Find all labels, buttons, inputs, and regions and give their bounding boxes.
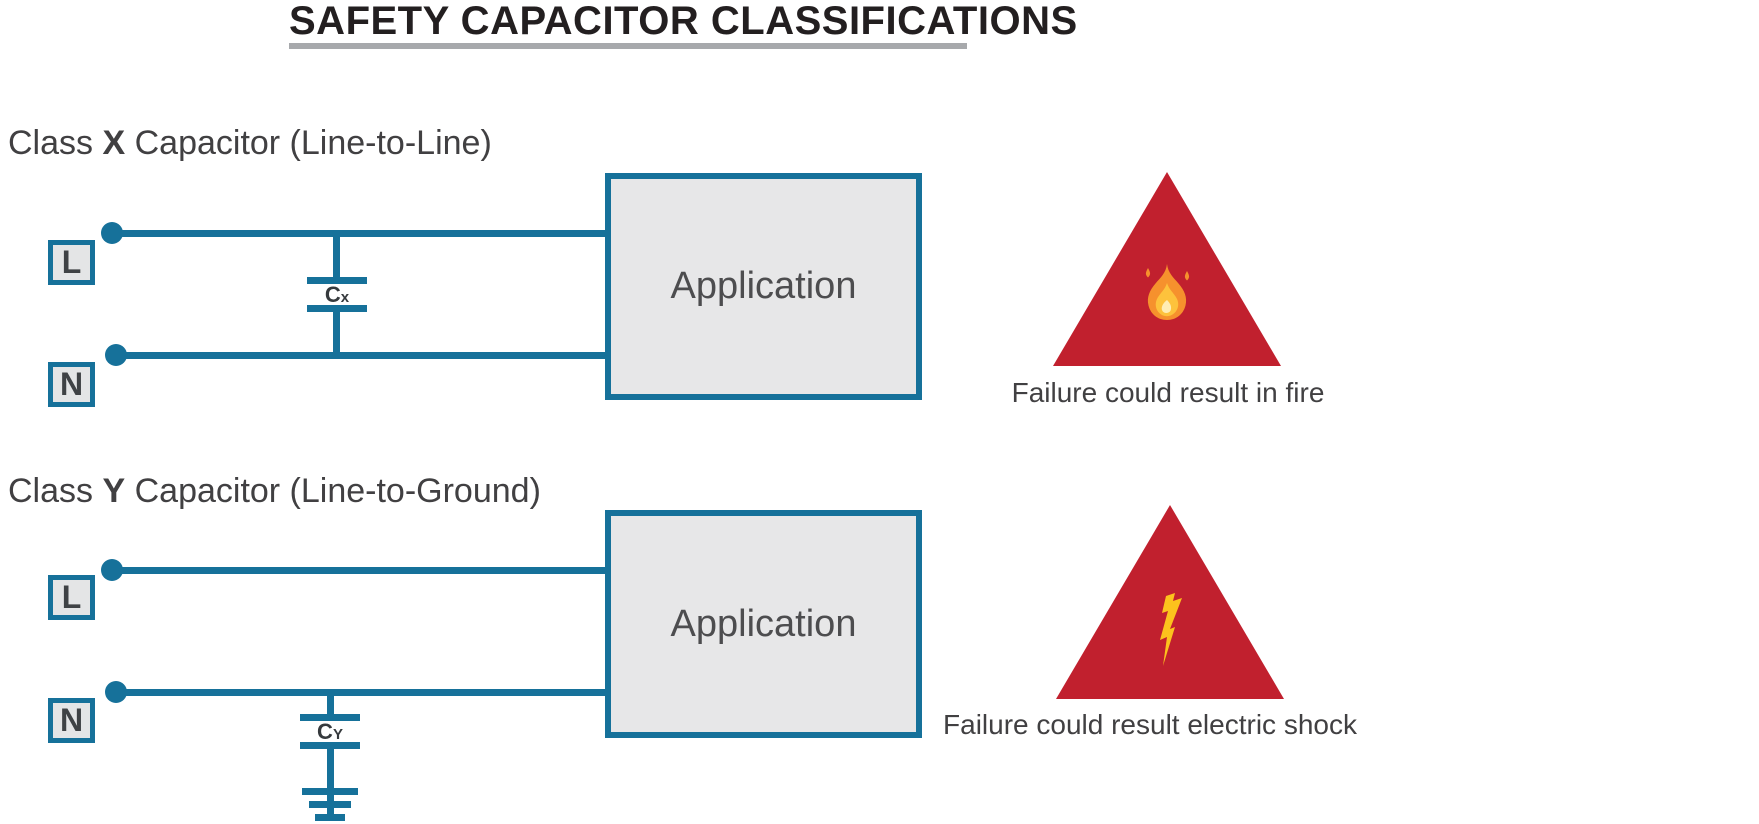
terminal-box-line: L [48, 240, 95, 285]
terminal-label-line: L [61, 579, 82, 615]
capacitor-lead-bottom [333, 310, 340, 356]
ground-bar-1 [302, 788, 358, 795]
wire-node-dot [105, 344, 127, 366]
wire-node-dot [105, 681, 127, 703]
heading-class-letter: Y [102, 472, 126, 510]
heading-class-letter: X [102, 124, 126, 162]
warning-caption-fire: Failure could result in fire [1011, 377, 1325, 408]
section-heading-class-x: Class X Capacitor (Line-to-Line) [8, 122, 492, 164]
application-label: Application [670, 602, 857, 645]
terminal-label-neutral: N [59, 702, 84, 738]
capacitor-letter: C [324, 282, 341, 307]
capacitor-plate-top [300, 714, 360, 721]
warning-triangle-fire [1053, 172, 1281, 366]
terminal-box-neutral: N [48, 698, 95, 743]
capacitor-label-cx: Cx [307, 284, 367, 309]
wire-line-live [113, 230, 605, 237]
wire-node-dot [101, 222, 123, 244]
capacitor-plate-bottom [307, 305, 367, 312]
application-label: Application [670, 265, 857, 307]
heading-prefix: Class [8, 472, 103, 510]
fire-icon [1145, 264, 1190, 320]
section-heading-class-y: Class Y Capacitor (Line-to-Ground) [8, 470, 541, 512]
capacitor-plate-bottom [300, 742, 360, 749]
capacitor-lead-top [333, 232, 340, 278]
heading-suffix: Capacitor (Line-to-Ground) [125, 472, 541, 510]
page-title: SAFETY CAPACITOR CLASSIFICATIONS [289, 0, 1078, 43]
wire-line-neutral [117, 352, 605, 359]
wire-node-dot [101, 559, 123, 581]
capacitor-lead-bottom [327, 747, 334, 818]
terminal-box-neutral: N [48, 362, 95, 407]
wire-line-live [113, 567, 605, 574]
terminal-box-line: L [48, 575, 95, 620]
terminal-label-line: L [61, 244, 82, 280]
warning-triangle-shock [1056, 505, 1284, 699]
capacitor-label-cy: CY [295, 721, 365, 746]
terminal-label-neutral: N [59, 366, 84, 402]
ground-bar-3 [315, 814, 345, 821]
capacitor-subscript: Y [332, 726, 343, 743]
warning-caption-shock: Failure could result electric shock [943, 709, 1357, 740]
title-underline [289, 43, 967, 49]
capacitor-plate-top [307, 277, 367, 284]
capacitor-letter: C [317, 719, 333, 744]
capacitor-subscript: x [340, 289, 350, 306]
wire-line-neutral [117, 689, 605, 696]
capacitor-lead-top [327, 691, 334, 717]
heading-suffix: Capacitor (Line-to-Line) [125, 124, 492, 162]
ground-bar-2 [309, 801, 351, 808]
application-box: Application [605, 173, 922, 400]
application-box: Application [605, 510, 922, 738]
heading-prefix: Class [8, 124, 103, 162]
lightning-bolt-icon [1160, 593, 1182, 666]
